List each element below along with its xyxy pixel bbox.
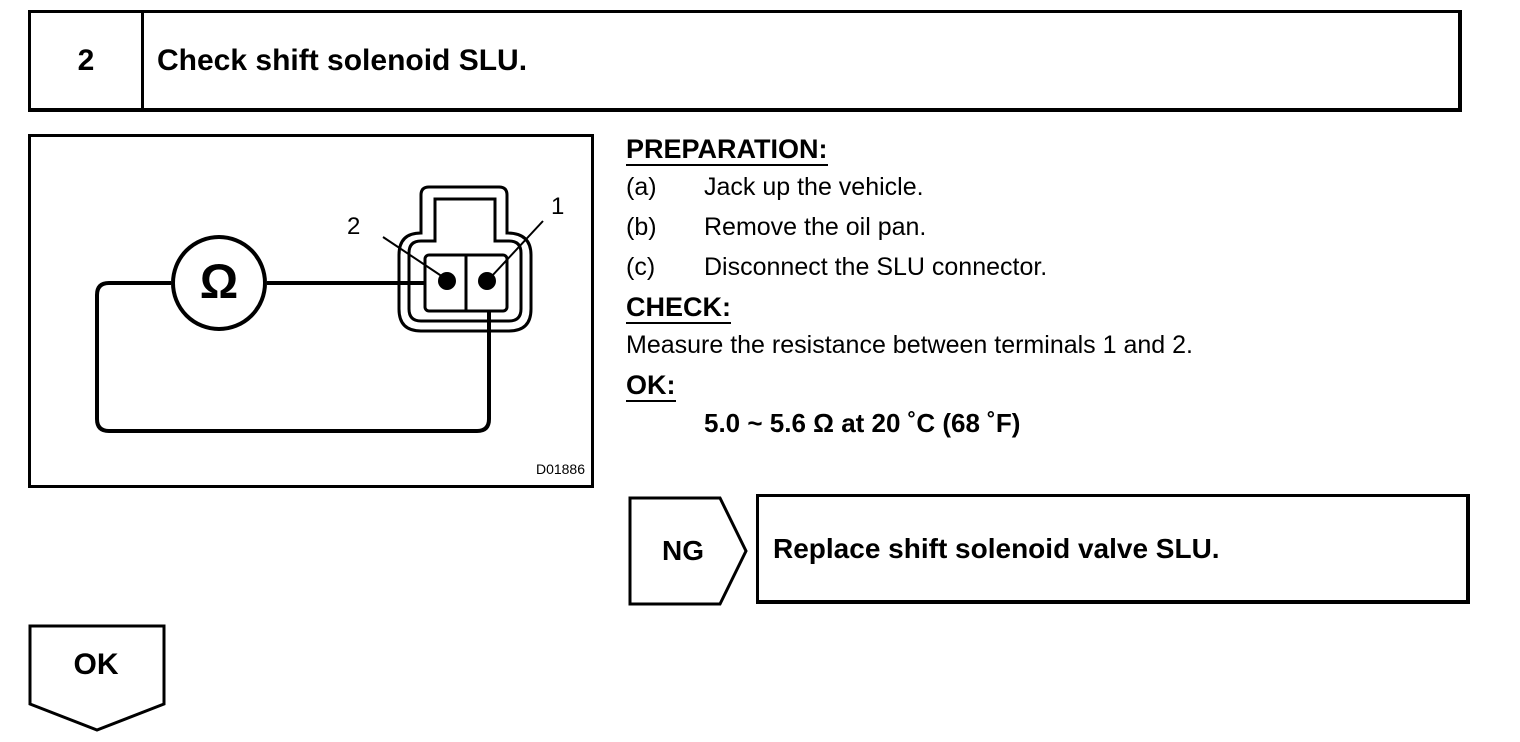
wire-lead-icon	[95, 279, 491, 433]
item-text: Disconnect the SLU connector.	[704, 253, 1048, 281]
step-header: 2 Check shift solenoid SLU.	[28, 10, 1462, 112]
preparation-item-a: (a) Jack up the vehicle.	[626, 172, 924, 202]
ok-label: OK	[73, 648, 119, 681]
ok-arrow-tag	[28, 624, 166, 732]
preparation-item-b: (b) Remove the oil pan.	[626, 212, 926, 242]
wiring-diagram: Ω 2 1 D01886	[28, 134, 594, 488]
ohmmeter-connector-illustration	[95, 185, 544, 433]
ng-arrow-tag	[628, 496, 748, 606]
item-text: Jack up the vehicle.	[704, 173, 924, 201]
item-letter: (a)	[626, 173, 657, 201]
preparation-item-c: (c) Disconnect the SLU connector.	[626, 252, 1047, 282]
preparation-heading: PREPARATION:	[626, 134, 828, 166]
step-title: Check shift solenoid SLU.	[157, 43, 528, 77]
step-number: 2	[31, 13, 144, 108]
check-text: Measure the resistance between terminals…	[626, 331, 1193, 359]
ohmmeter-icon	[171, 235, 267, 331]
check-heading: CHECK:	[626, 292, 731, 324]
terminal-1-label: 1	[551, 193, 565, 220]
ng-label: NG	[662, 535, 704, 566]
ohm-symbol: Ω	[199, 256, 239, 309]
item-letter: (c)	[626, 253, 656, 281]
terminal-2-label: 2	[347, 213, 361, 240]
ok-spec-heading: OK:	[626, 370, 676, 402]
item-letter: (b)	[626, 213, 657, 241]
figure-code: D01886	[535, 461, 585, 477]
ng-action: Replace shift solenoid valve SLU.	[756, 494, 1470, 604]
resistance-spec: 5.0 ~ 5.6 Ω at 20 ˚C (68 ˚F)	[704, 408, 1021, 438]
connector-icon	[397, 185, 533, 333]
item-text: Remove the oil pan.	[704, 213, 927, 241]
